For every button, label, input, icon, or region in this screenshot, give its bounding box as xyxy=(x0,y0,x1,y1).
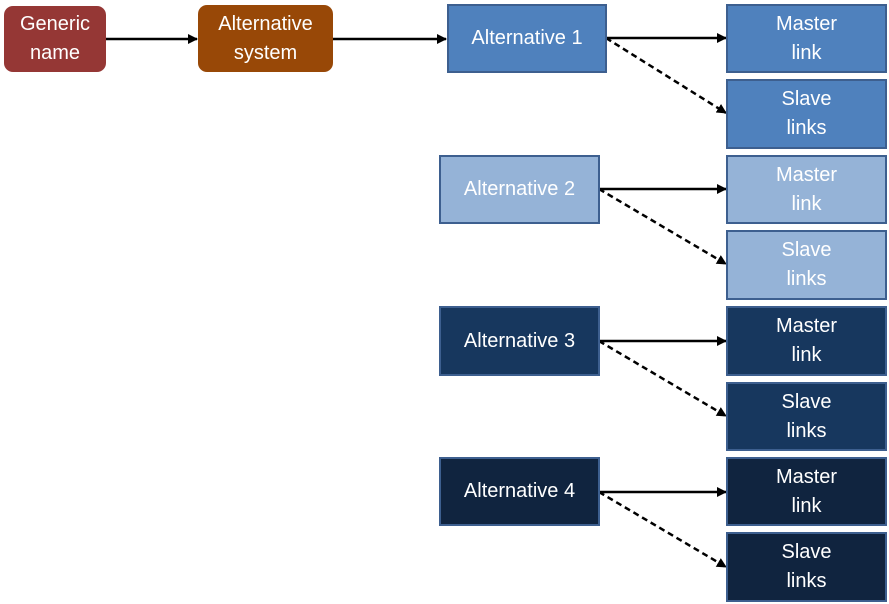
generic-name-node: Generic name xyxy=(4,6,106,72)
alternative-2-node: Alternative 2 xyxy=(439,155,600,224)
alternative-3-slave-links: Slave links xyxy=(726,382,887,451)
alternative-3-master-link: Master link xyxy=(726,306,887,376)
alternative-2-master-link: Master link xyxy=(726,155,887,224)
alternative-1-node: Alternative 1 xyxy=(447,4,607,73)
alternative-4-master-link: Master link xyxy=(726,457,887,526)
alternative-system-node: Alternative system xyxy=(198,5,333,72)
alternative-1-master-link: Master link xyxy=(726,4,887,73)
arrow-alt2-slave xyxy=(598,187,727,266)
alternative-4-slave-links: Slave links xyxy=(726,532,887,602)
alternative-1-slave-links: Slave links xyxy=(726,79,887,149)
arrow-alt1-slave xyxy=(605,36,727,115)
alternative-3-node: Alternative 3 xyxy=(439,306,600,376)
arrow-alt4-slave xyxy=(598,490,727,569)
arrow-alt3-slave xyxy=(598,339,727,418)
alternative-4-node: Alternative 4 xyxy=(439,457,600,526)
alternative-2-slave-links: Slave links xyxy=(726,230,887,300)
